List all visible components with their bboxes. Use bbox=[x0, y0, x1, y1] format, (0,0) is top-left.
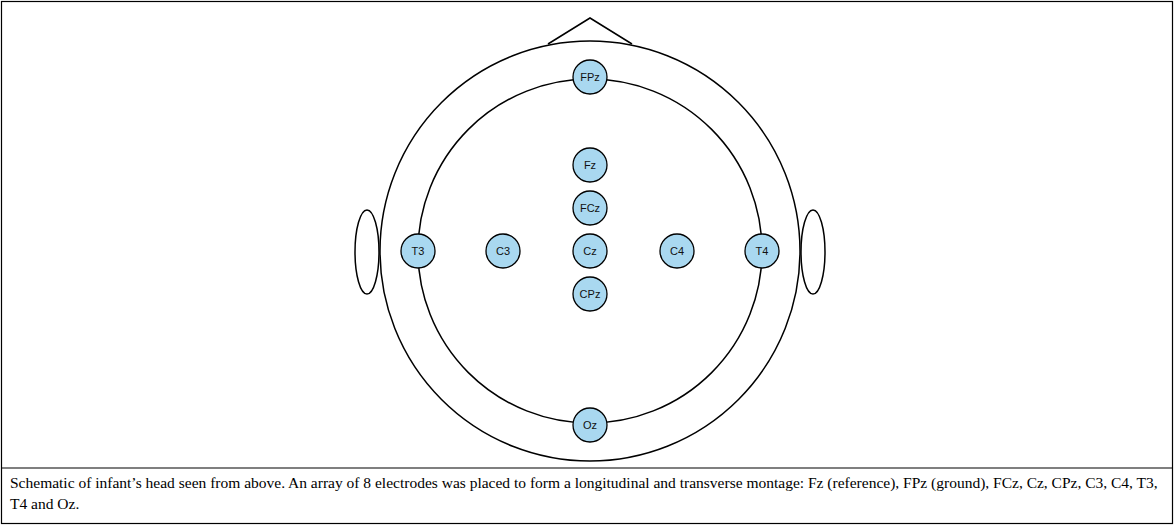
electrode-label: CPz bbox=[580, 289, 601, 300]
right-ear bbox=[801, 210, 825, 294]
electrode-label: C3 bbox=[496, 246, 510, 257]
electrode-label: FCz bbox=[580, 203, 600, 214]
electrode-label: FPz bbox=[580, 72, 600, 83]
left-ear bbox=[355, 210, 379, 294]
electrode-outline bbox=[573, 277, 607, 311]
scalp-circle bbox=[418, 79, 762, 423]
electrode-outline bbox=[573, 60, 607, 94]
electrode-outline bbox=[486, 234, 520, 268]
electrode-outline bbox=[573, 191, 607, 225]
electrode-outline bbox=[660, 234, 694, 268]
electrode: Oz bbox=[572, 407, 608, 443]
electrode: CPz bbox=[572, 276, 608, 312]
figure-caption: Schematic of infant’s head seen from abo… bbox=[10, 472, 1164, 514]
electrode-label: Oz bbox=[583, 420, 597, 431]
electrode-outline bbox=[401, 234, 435, 268]
electrode: C4 bbox=[659, 233, 695, 269]
electrode: T3 bbox=[400, 233, 436, 269]
caption-divider bbox=[2, 467, 1173, 468]
electrode: C3 bbox=[485, 233, 521, 269]
electrode-outline bbox=[745, 234, 779, 268]
electrode-label: C4 bbox=[670, 246, 684, 257]
electrode-label: T4 bbox=[756, 246, 769, 257]
electrode-label: Cz bbox=[583, 246, 596, 257]
electrode-label: Fz bbox=[584, 160, 596, 171]
electrode: Fz bbox=[572, 147, 608, 183]
electrode-outline bbox=[573, 234, 607, 268]
electrode-label: T3 bbox=[412, 246, 425, 257]
electrode: T4 bbox=[744, 233, 780, 269]
head-outline bbox=[380, 41, 800, 461]
electrode-outline bbox=[573, 408, 607, 442]
electrode: FPz bbox=[572, 59, 608, 95]
electrode-outline bbox=[573, 148, 607, 182]
electrode: FCz bbox=[572, 190, 608, 226]
nose-outline bbox=[548, 18, 632, 44]
electrode: Cz bbox=[572, 233, 608, 269]
